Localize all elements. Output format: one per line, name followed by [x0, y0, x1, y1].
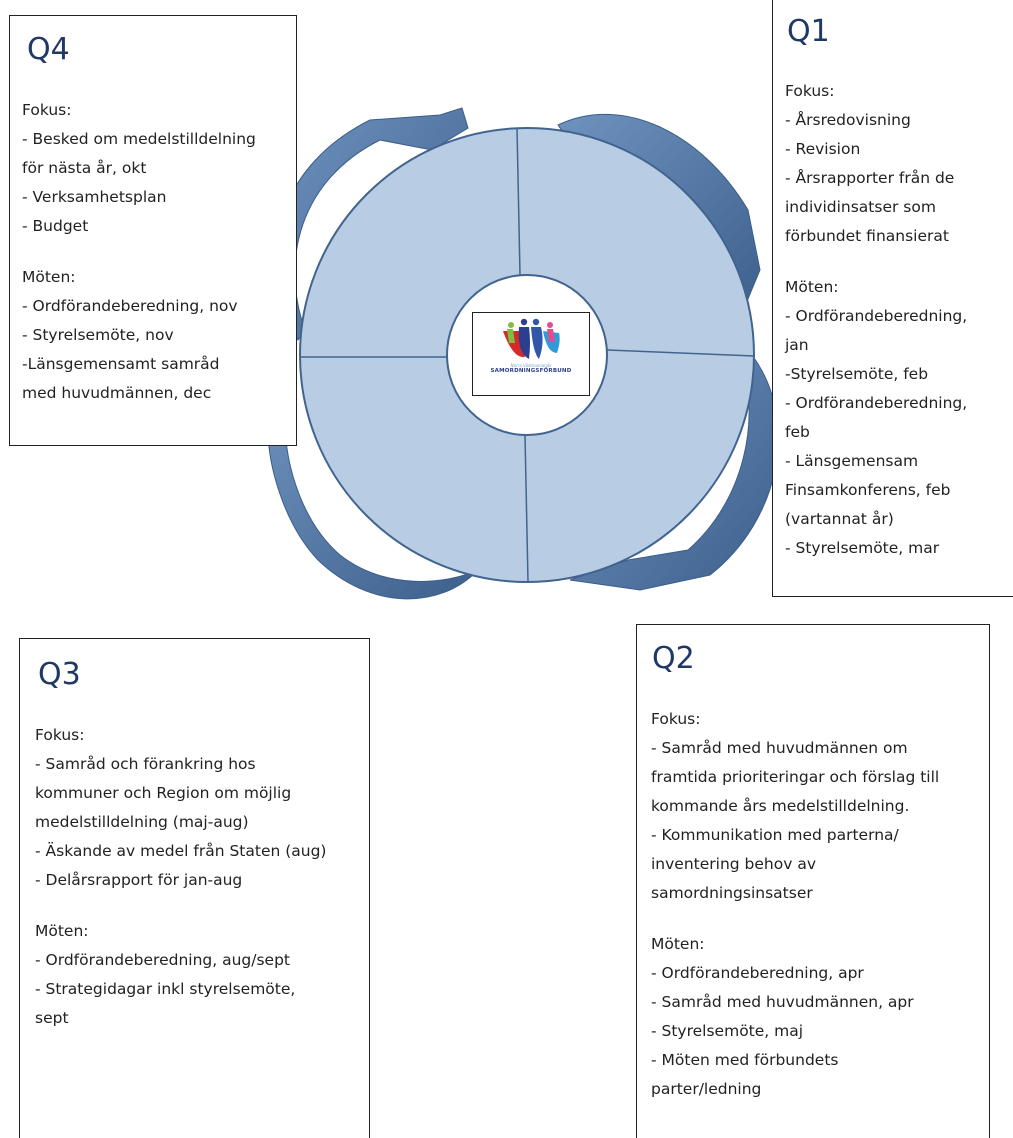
q1-line: -Styrelsemöte, feb: [785, 365, 929, 383]
q4-title: Q4: [27, 32, 70, 67]
q3-title: Q3: [38, 657, 81, 692]
q1-line: Fokus:: [785, 82, 835, 100]
q2-line: parter/ledning: [651, 1080, 762, 1098]
q1-line: - Styrelsemöte, mar: [785, 539, 940, 557]
q2-line: [651, 908, 939, 930]
q1-line: - Årsrapporter från de: [785, 169, 955, 187]
q4-box: Q4 Fokus: - Besked om medelstilldelning …: [9, 15, 297, 446]
q3-line: Möten:: [35, 922, 89, 940]
q1-line: - Ordförandeberedning,: [785, 307, 968, 325]
q3-line: Fokus:: [35, 726, 85, 744]
q4-line: Möten:: [22, 268, 76, 286]
q2-line: kommande års medelstilldelning.: [651, 797, 910, 815]
divider-bottom: [524, 434, 529, 583]
q1-line: förbundet finansierat: [785, 227, 949, 245]
q2-box: Q2 Fokus: - Samråd med huvudmännen om fr…: [636, 624, 990, 1138]
q1-line: individinsatser som: [785, 198, 936, 216]
logo-figures: [503, 318, 560, 359]
q1-line: [785, 251, 967, 273]
q4-line: - Budget: [22, 217, 89, 235]
q4-line: - Verksamhetsplan: [22, 188, 167, 206]
divider-right: [606, 349, 755, 357]
q4-line: - Besked om medelstilldelning: [22, 130, 256, 148]
q4-line: Fokus:: [22, 101, 72, 119]
q1-title: Q1: [787, 14, 830, 49]
q3-line: [35, 895, 326, 917]
q3-box: Q3 Fokus: - Samråd och förankring hos ko…: [19, 638, 370, 1138]
q1-line: - Länsgemensam: [785, 452, 919, 470]
q2-line: inventering behov av: [651, 855, 816, 873]
q4-line: med huvudmännen, dec: [22, 384, 212, 402]
q1-box: Q1 Fokus: - Årsredovisning - Revision - …: [772, 0, 1013, 597]
q3-line: - Samråd och förankring hos: [35, 755, 256, 773]
logo-title: SAMORDNINGSFÖRBUND: [490, 368, 572, 374]
q3-line: kommuner och Region om möjlig: [35, 784, 292, 802]
q1-line: Möten:: [785, 278, 839, 296]
q4-line: [22, 241, 256, 263]
q2-text: Fokus: - Samråd med huvudmännen om framt…: [651, 705, 939, 1104]
q2-line: - Möten med förbundets: [651, 1051, 839, 1069]
q3-line: - Delårsrapport för jan-aug: [35, 871, 243, 889]
q1-text: Fokus: - Årsredovisning - Revision - Års…: [785, 77, 967, 563]
logo-subtitle: Norra Västmanlands: [510, 363, 552, 368]
q1-line: - Årsredovisning: [785, 111, 911, 129]
q1-line: jan: [785, 336, 809, 354]
q3-line: - Strategidagar inkl styrelsemöte,: [35, 980, 296, 998]
q2-line: - Samråd med huvudmännen om: [651, 739, 908, 757]
q4-line: - Styrelsemöte, nov: [22, 326, 174, 344]
q4-line: - Ordförandeberedning, nov: [22, 297, 238, 315]
q1-line: - Ordförandeberedning,: [785, 394, 968, 412]
q3-line: - Äskande av medel från Staten (aug): [35, 842, 327, 860]
q3-text: Fokus: - Samråd och förankring hos kommu…: [35, 721, 326, 1033]
q1-line: Finsamkonferens, feb: [785, 481, 951, 499]
q2-line: - Styrelsemöte, maj: [651, 1022, 804, 1040]
q4-line: för nästa år, okt: [22, 159, 147, 177]
q4-line: -Länsgemensamt samråd: [22, 355, 220, 373]
divider-top: [516, 127, 521, 276]
q2-line: Fokus:: [651, 710, 701, 728]
logo-box: Norra Västmanlands SAMORDNINGSFÖRBUND: [472, 312, 590, 396]
q2-line: samordningsinsatser: [651, 884, 813, 902]
q2-line: - Kommunikation med parterna/: [651, 826, 899, 844]
q3-line: - Ordförandeberedning, aug/sept: [35, 951, 291, 969]
q2-line: - Samråd med huvudmännen, apr: [651, 993, 914, 1011]
q1-line: - Revision: [785, 140, 861, 158]
q3-line: sept: [35, 1009, 69, 1027]
q2-line: - Ordförandeberedning, apr: [651, 964, 864, 982]
q4-text: Fokus: - Besked om medelstilldelning för…: [22, 96, 256, 408]
q2-line: Möten:: [651, 935, 705, 953]
q2-line: framtida prioriteringar och förslag till: [651, 768, 940, 786]
q1-line: (vartannat år): [785, 510, 894, 528]
q3-line: medelstilldelning (maj-aug): [35, 813, 249, 831]
q1-line: feb: [785, 423, 810, 441]
q2-title: Q2: [652, 641, 695, 676]
